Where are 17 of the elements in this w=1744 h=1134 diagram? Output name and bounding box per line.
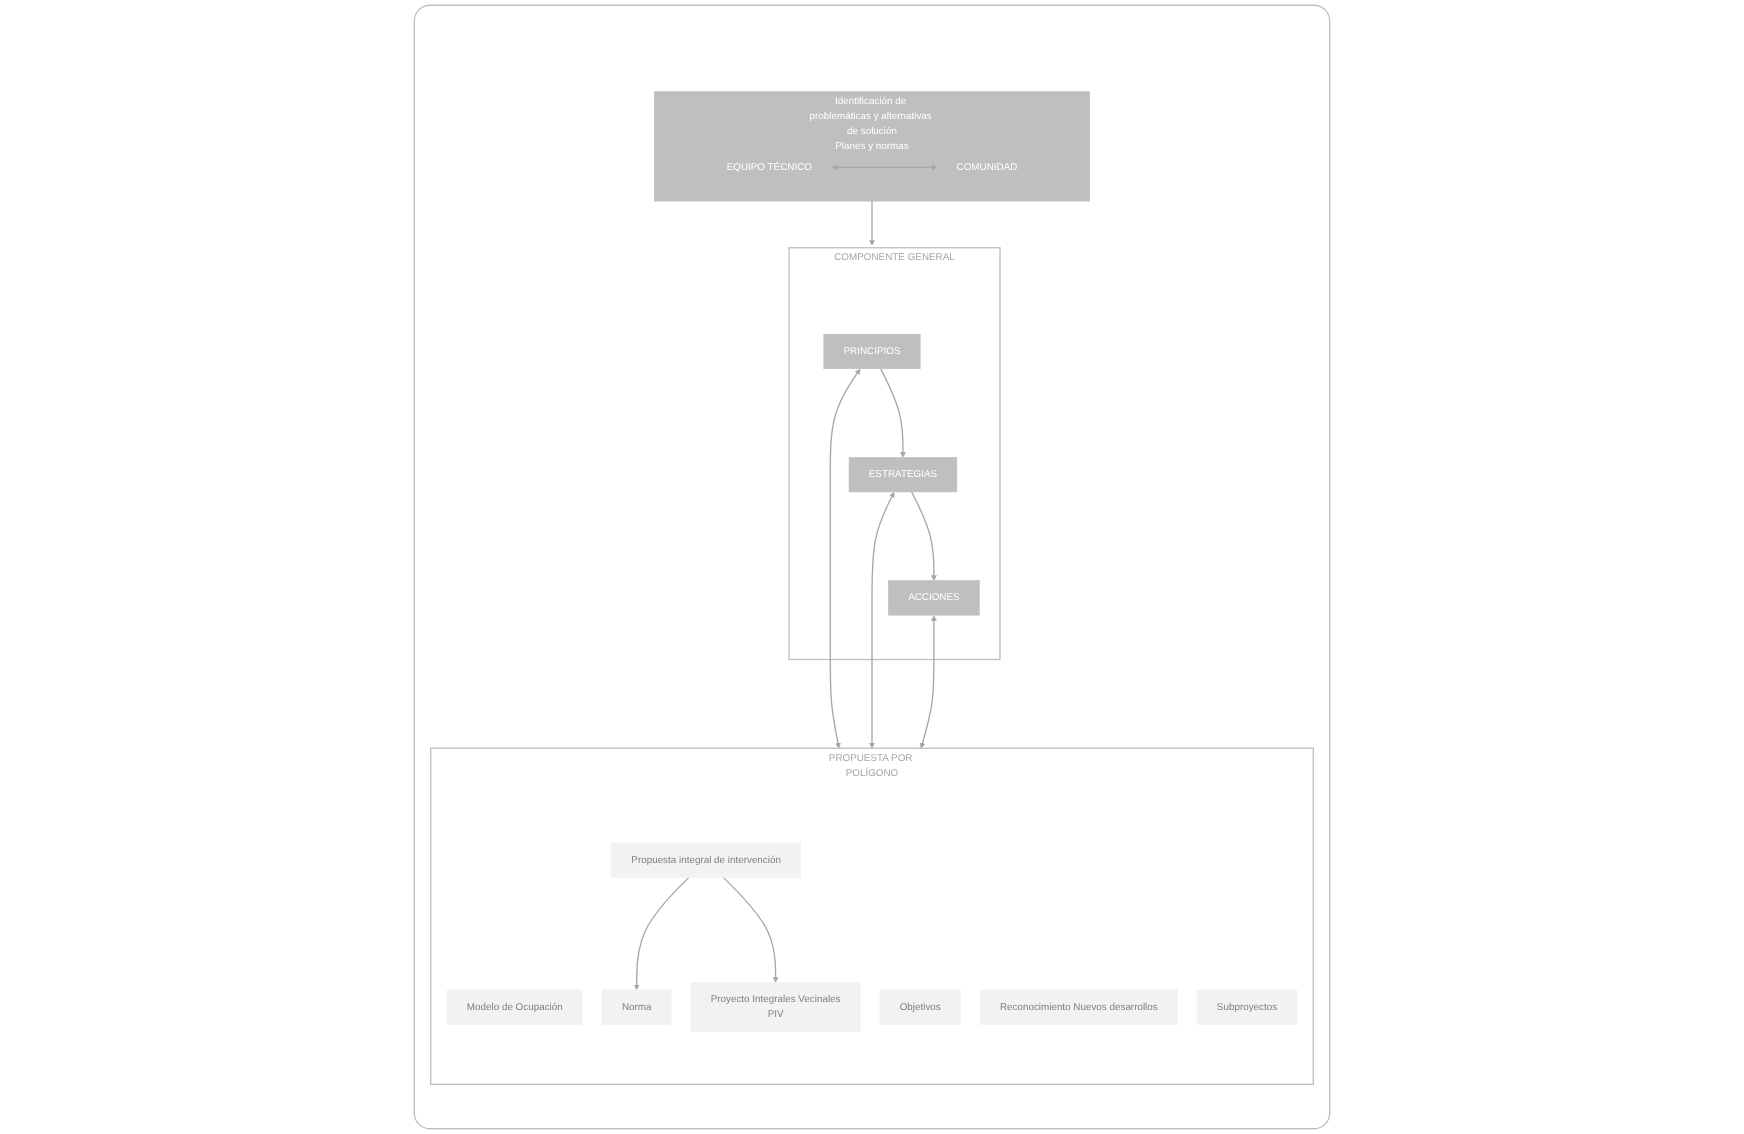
arrow bbox=[829, 368, 861, 749]
cluster bbox=[788, 247, 1001, 661]
arrow bbox=[869, 491, 895, 749]
arrow bbox=[919, 615, 937, 749]
cluster bbox=[430, 747, 1314, 1086]
arrow bbox=[722, 876, 779, 983]
cluster bbox=[654, 91, 1090, 202]
arrow bbox=[869, 200, 875, 246]
arrow bbox=[880, 368, 906, 458]
arrow bbox=[633, 876, 690, 991]
node-box bbox=[823, 333, 921, 369]
node-box bbox=[690, 982, 861, 1033]
node-box bbox=[848, 457, 958, 493]
node-box bbox=[601, 989, 672, 1025]
node-box bbox=[888, 580, 980, 616]
node-box bbox=[611, 842, 801, 878]
arrow bbox=[910, 491, 937, 581]
